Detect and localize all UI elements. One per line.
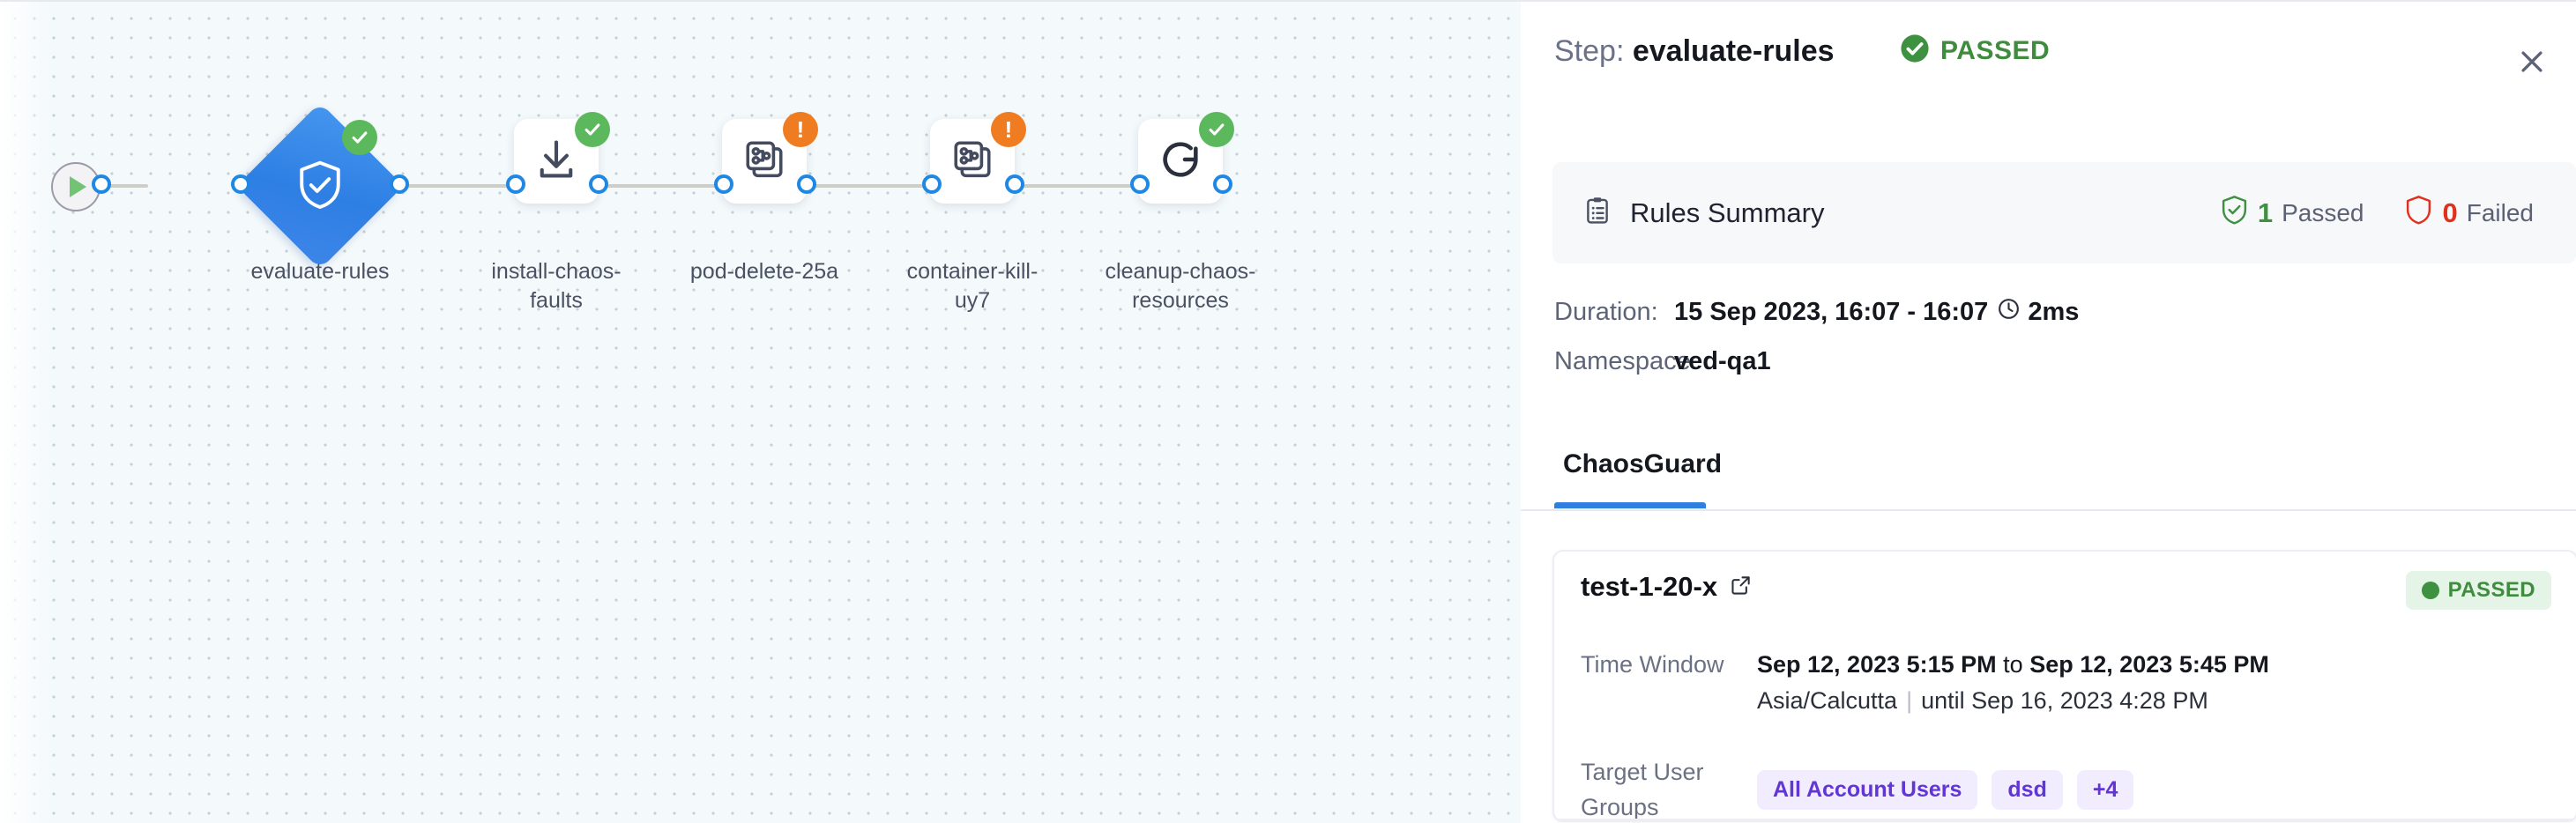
status-dot-icon <box>2421 582 2439 599</box>
rules-failed-label: Failed <box>2466 198 2534 226</box>
rules-failed-stat: 0 Failed <box>2404 195 2534 231</box>
step-meta: Duration: 15 Sep 2023, 16:07 - 16:07 2ms… <box>1554 297 2542 396</box>
node-label-cleanup-chaos-resources: cleanup-chaos-resources <box>1105 259 1256 313</box>
namespace-row: Namespace: ved-qa1 <box>1554 347 2542 376</box>
chip-overflow-count[interactable]: +4 <box>2076 769 2134 810</box>
node-label-pod-delete-25a: pod-delete-25a <box>689 259 839 284</box>
node-status-badge-success <box>1199 112 1234 147</box>
duration-range: 15 Sep 2023, 16:07 - 16:07 <box>1674 298 1989 326</box>
namespace-key: Namespace: <box>1554 347 1698 375</box>
rules-summary-left: Rules Summary <box>1582 196 1825 230</box>
duration-elapsed: 2ms <box>2028 298 2080 326</box>
exclamation-glyph: ! <box>796 116 805 143</box>
chaosguard-test-card: test-1-20-x PASSED Time Window Sep 12, 2… <box>1552 550 2576 822</box>
namespace-value: ved-qa1 <box>1674 347 1771 375</box>
port-install-out[interactable] <box>589 174 608 194</box>
step-name: evaluate-rules <box>1632 34 1835 68</box>
test-card-divider <box>1554 819 2576 820</box>
step-label: Step: <box>1554 34 1625 68</box>
tab-active-indicator <box>1554 502 1706 508</box>
node-label-install-chaos-faults: install-chaos-faults <box>491 259 622 313</box>
port-evaluate-in[interactable] <box>231 174 250 194</box>
time-window-timezone-line: Asia/Calcutta | until Sep 16, 2023 4:28 PM <box>1757 682 2269 719</box>
port-pod-delete-in[interactable] <box>714 174 733 194</box>
duration-elapsed-wrap: 2ms <box>1997 297 2079 328</box>
shield-icon <box>2404 195 2433 231</box>
edge-container-kill-to-cleanup <box>1016 184 1137 188</box>
status-badge: PASSED <box>1900 33 2050 68</box>
close-icon[interactable] <box>2511 41 2553 83</box>
duration-key: Duration: <box>1554 298 1658 326</box>
pipeline-canvas[interactable]: evaluate-rules install-chaos-faults <box>0 0 1521 823</box>
panel-header: Step: evaluate-rules PASSED <box>1521 2 2576 116</box>
shield-check-icon <box>2220 195 2249 231</box>
duration-row: Duration: 15 Sep 2023, 16:07 - 16:07 2ms <box>1554 297 2542 328</box>
edge-install-to-pod-delete <box>599 184 718 188</box>
test-card-title: test-1-20-x <box>1581 571 1718 602</box>
edge-start-to-evaluate <box>97 184 148 188</box>
port-start-out[interactable] <box>92 174 111 194</box>
time-window-values: Sep 12, 2023 5:15 PM to Sep 12, 2023 5:4… <box>1757 647 2269 719</box>
node-evaluate-rules[interactable] <box>236 102 404 270</box>
time-window-joiner: to <box>1996 651 2030 678</box>
chip-dsd[interactable]: dsd <box>1992 769 2063 810</box>
time-window-start: Sep 12, 2023 5:15 PM <box>1757 651 1997 678</box>
port-cleanup-in[interactable] <box>1130 174 1150 194</box>
node-label-container-kill-uy7: container-kill-uy7 <box>906 259 1039 313</box>
rules-passed-stat: 1 Passed <box>2220 195 2364 231</box>
time-window-row: Time Window Sep 12, 2023 5:15 PM to Sep … <box>1581 647 2269 719</box>
duration-value: 15 Sep 2023, 16:07 - 16:07 2ms <box>1674 297 2079 328</box>
rules-summary-counts: 1 Passed 0 Failed <box>2220 195 2534 231</box>
page-title: Step: evaluate-rules <box>1554 33 1835 69</box>
port-container-kill-out[interactable] <box>1005 174 1024 194</box>
rules-failed-count: 0 <box>2442 196 2458 228</box>
chip-all-account-users[interactable]: All Account Users <box>1757 769 1978 810</box>
timezone-separator: | <box>1906 687 1913 714</box>
exclamation-glyph: ! <box>1004 116 1013 143</box>
test-card-header: test-1-20-x <box>1581 571 1753 603</box>
node-status-badge-warning: ! <box>991 112 1026 147</box>
download-icon <box>533 137 579 187</box>
port-install-in[interactable] <box>506 174 525 194</box>
rules-passed-count: 1 <box>2257 196 2274 228</box>
check-circle-icon <box>1900 33 1930 68</box>
port-cleanup-out[interactable] <box>1213 174 1232 194</box>
node-container-kill-uy7[interactable] <box>930 119 1015 204</box>
chaos-fault-icon <box>742 137 786 186</box>
node-status-badge-warning: ! <box>783 112 818 147</box>
clock-icon <box>1997 297 2021 328</box>
port-evaluate-out[interactable] <box>390 174 409 194</box>
node-status-badge-success <box>342 120 377 155</box>
chaos-fault-icon <box>950 137 994 186</box>
test-card-status-badge: PASSED <box>2405 571 2551 610</box>
time-window-range: Sep 12, 2023 5:15 PM to Sep 12, 2023 5:4… <box>1757 647 2269 682</box>
port-container-kill-in[interactable] <box>922 174 942 194</box>
shield-check-icon <box>240 106 400 266</box>
port-pod-delete-out[interactable] <box>797 174 816 194</box>
panel-tabs: ChaosGuard <box>1521 442 2576 511</box>
edge-evaluate-to-install <box>395 184 510 188</box>
clipboard-list-icon <box>1582 196 1612 230</box>
step-detail-panel: Step: evaluate-rules PASSED <box>1521 0 2576 823</box>
external-link-icon[interactable] <box>1730 574 1753 601</box>
tab-chaosguard[interactable]: ChaosGuard <box>1563 449 1723 478</box>
play-icon <box>70 176 86 197</box>
until-text: until Sep 16, 2023 4:28 PM <box>1921 687 2208 714</box>
test-card-status-text: PASSED <box>2447 578 2535 602</box>
rules-summary-title: Rules Summary <box>1630 196 1825 228</box>
target-user-groups-row: Target User Groups All Account Users dsd… <box>1581 754 2134 820</box>
timezone-text: Asia/Calcutta <box>1757 687 1898 714</box>
node-label-evaluate-rules: evaluate-rules <box>250 259 390 284</box>
target-user-groups-chips: All Account Users dsd +4 <box>1757 769 2134 810</box>
edge-pod-delete-to-container-kill <box>808 184 927 188</box>
refresh-icon <box>1158 137 1203 187</box>
rules-summary-card: Rules Summary 1 Passed <box>1552 162 2576 263</box>
time-window-key: Time Window <box>1581 651 1724 678</box>
node-status-badge-success <box>575 112 610 147</box>
canvas-left-fade <box>0 2 53 823</box>
rules-passed-label: Passed <box>2282 198 2364 226</box>
time-window-end: Sep 12, 2023 5:45 PM <box>2029 651 2269 678</box>
status-text: PASSED <box>1940 35 2051 65</box>
target-user-groups-key: Target User Groups <box>1581 759 1704 820</box>
